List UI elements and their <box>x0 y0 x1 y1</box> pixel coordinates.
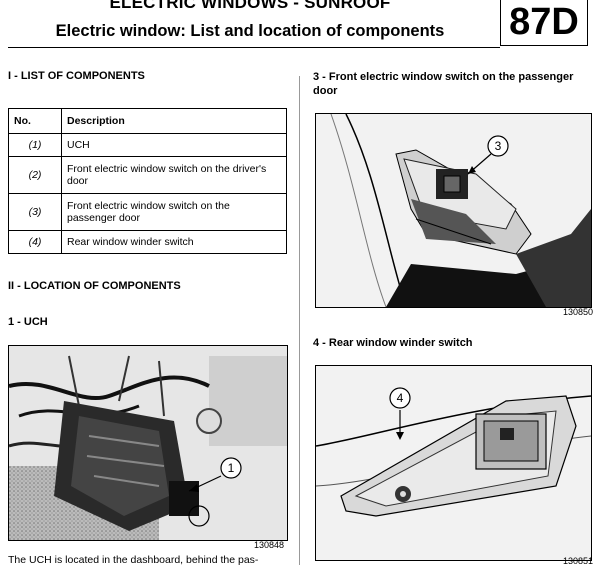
figure-reference-number: 130850 <box>562 307 593 317</box>
row-description: Front electric window switch on the pass… <box>61 193 287 231</box>
callout-label: 1 <box>228 461 235 475</box>
components-table: No. Description (1) UCH (2) Front electr… <box>8 108 287 254</box>
figure-reference-number: 130848 <box>253 540 284 550</box>
callout-label: 4 <box>397 391 404 405</box>
row-number: (3) <box>8 193 62 231</box>
location-of-components-heading: II - LOCATION OF COMPONENTS <box>8 280 181 292</box>
uch-location-text: The UCH is located in the dashboard, beh… <box>8 554 259 566</box>
row-description: Front electric window switch on the driv… <box>61 156 287 194</box>
passenger-switch-illustration: 3 <box>316 114 591 307</box>
row-number: (1) <box>8 133 62 157</box>
row-number: (4) <box>8 230 62 254</box>
column-divider <box>299 76 300 565</box>
uch-illustration: 1 <box>9 346 287 540</box>
callout-label: 3 <box>495 139 502 153</box>
row-description: Rear window winder switch <box>61 230 287 254</box>
uch-location-photo: 1 <box>8 345 288 541</box>
column-header-description: Description <box>61 108 287 134</box>
row-number: (2) <box>8 156 62 194</box>
section-code-badge: 87D <box>500 0 588 46</box>
row-description: UCH <box>61 133 287 157</box>
passenger-switch-photo: 3 <box>315 113 592 308</box>
table-row: (1) UCH <box>8 133 287 157</box>
rear-switch-photo: 4 <box>315 365 592 561</box>
section3-heading: 3 - Front electric window switch on the … <box>313 71 574 97</box>
section4-heading: 4 - Rear window winder switch <box>313 337 473 349</box>
table-header-row: No. Description <box>8 108 287 134</box>
column-header-no: No. <box>8 108 62 134</box>
table-row: (3) Front electric window switch on the … <box>8 193 287 231</box>
document-title: ELECTRIC WINDOWS - SUNROOF <box>109 0 391 12</box>
rear-switch-illustration: 4 <box>316 366 591 560</box>
figure-reference-number: 130851 <box>562 556 593 566</box>
table-row: (2) Front electric window switch on the … <box>8 156 287 194</box>
table-row: (4) Rear window winder switch <box>8 230 287 254</box>
list-of-components-heading: I - LIST OF COMPONENTS <box>8 70 145 82</box>
uch-heading: 1 - UCH <box>8 316 48 328</box>
header-divider <box>8 47 500 48</box>
document-subtitle: Electric window: List and location of co… <box>55 22 445 40</box>
